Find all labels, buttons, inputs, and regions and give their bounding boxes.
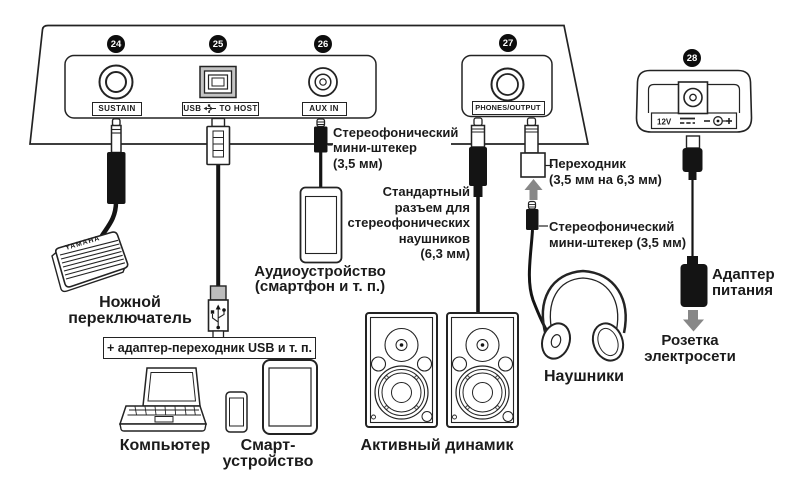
sustain-port-text: SUSTAIN: [98, 104, 136, 114]
outlet-label: Розетка электросети: [644, 332, 736, 365]
dc-symbol-icon: [680, 117, 695, 124]
headphones-label: Наушники: [543, 368, 625, 385]
usb-trident-icon: [204, 104, 217, 114]
dc-plug-icon: [682, 135, 703, 180]
phones-63-plug-icon: [469, 117, 487, 197]
callout-badge-sustain: 24: [107, 35, 125, 53]
laptop-icon: [118, 367, 208, 432]
power-connection: 12V: [635, 69, 753, 332]
phones-port-text: PHONES/OUTPUT: [475, 103, 541, 113]
usb-b-plug-icon: [206, 117, 231, 166]
phones-standard-plug-annotation: Стандартный разъем для стереофонических …: [347, 184, 471, 261]
polarity-center-positive-icon: [704, 116, 732, 126]
speaker-icon-right: [446, 312, 519, 428]
sustain-plug-icon: [107, 118, 126, 204]
usb-port-icon: [199, 65, 237, 99]
speaker-connection: [365, 117, 519, 428]
sustain-port-label: SUSTAIN: [92, 101, 142, 116]
aux-mini-plug-icon: [314, 118, 328, 153]
aux-jack-icon: [308, 67, 338, 97]
adapter-63-icon: [520, 117, 546, 178]
dc-jack-icon: [677, 81, 709, 115]
headphones-icon: [541, 269, 627, 362]
power-adapter-label: Адаптер питания: [712, 266, 775, 299]
sustain-jack-icon: [98, 64, 134, 100]
aux-port-text: AUX IN: [309, 104, 339, 114]
keyboard-body: [29, 24, 590, 145]
usb-adapter-note: + адаптер-переходник USB и т. п.: [103, 337, 316, 359]
headphone-connection: [520, 117, 627, 362]
usb-port-label: USB TO HOST: [182, 101, 259, 116]
foot-switch-label: Ножной переключатель: [68, 293, 192, 327]
headphone-mini-plug-annotation: Стереофонический мини-штекер (3,5 мм): [549, 219, 687, 250]
phones-jack-icon: [490, 67, 525, 102]
aux-mini-plug-annotation: Стереофонический мини-штекер (3,5 мм): [333, 124, 459, 171]
power-adapter-icon: [680, 256, 708, 307]
usb-connection: [118, 117, 318, 435]
callout-badge-phones: 27: [499, 34, 517, 52]
audio-device-label: Аудиоустройство (смартфон и т. п.): [254, 262, 386, 295]
adapter-annotation: Переходник (3,5 мм на 6,3 мм): [549, 156, 662, 187]
annotation-lines: [327, 144, 553, 227]
aux-port-label: AUX IN: [301, 101, 347, 116]
active-speaker-label: Активный динамик: [360, 436, 514, 454]
down-arrow-icon: [683, 310, 704, 332]
up-arrow-icon: [524, 179, 543, 200]
tablet-icon: [262, 359, 318, 435]
phone-icon: [225, 391, 248, 433]
speaker-icon: [365, 312, 438, 428]
dc-voltage-label: 12V: [657, 118, 672, 127]
usb-a-plug-icon: [207, 285, 229, 340]
callout-badge-usb: 25: [209, 35, 227, 53]
aux-connection: [299, 118, 343, 264]
usb-port-text-prefix: USB: [183, 104, 202, 114]
headphone-cable: [527, 229, 552, 337]
usb-port-text-suffix: TO HOST: [219, 104, 258, 114]
headphone-mini-plug-icon: [526, 200, 539, 230]
dc-panel: 12V: [635, 69, 753, 133]
phones-port-label: PHONES/OUTPUT: [471, 101, 545, 115]
callout-badge-aux: 26: [314, 35, 332, 53]
foot-pedal-icon: YAMAHA: [51, 231, 129, 293]
computer-label: Компьютер: [119, 436, 211, 454]
callout-badge-dc: 28: [683, 49, 701, 67]
phones-panel: [461, 54, 553, 118]
smart-device-label: Смарт- устройство: [222, 436, 314, 470]
audio-device-icon: [299, 186, 343, 264]
